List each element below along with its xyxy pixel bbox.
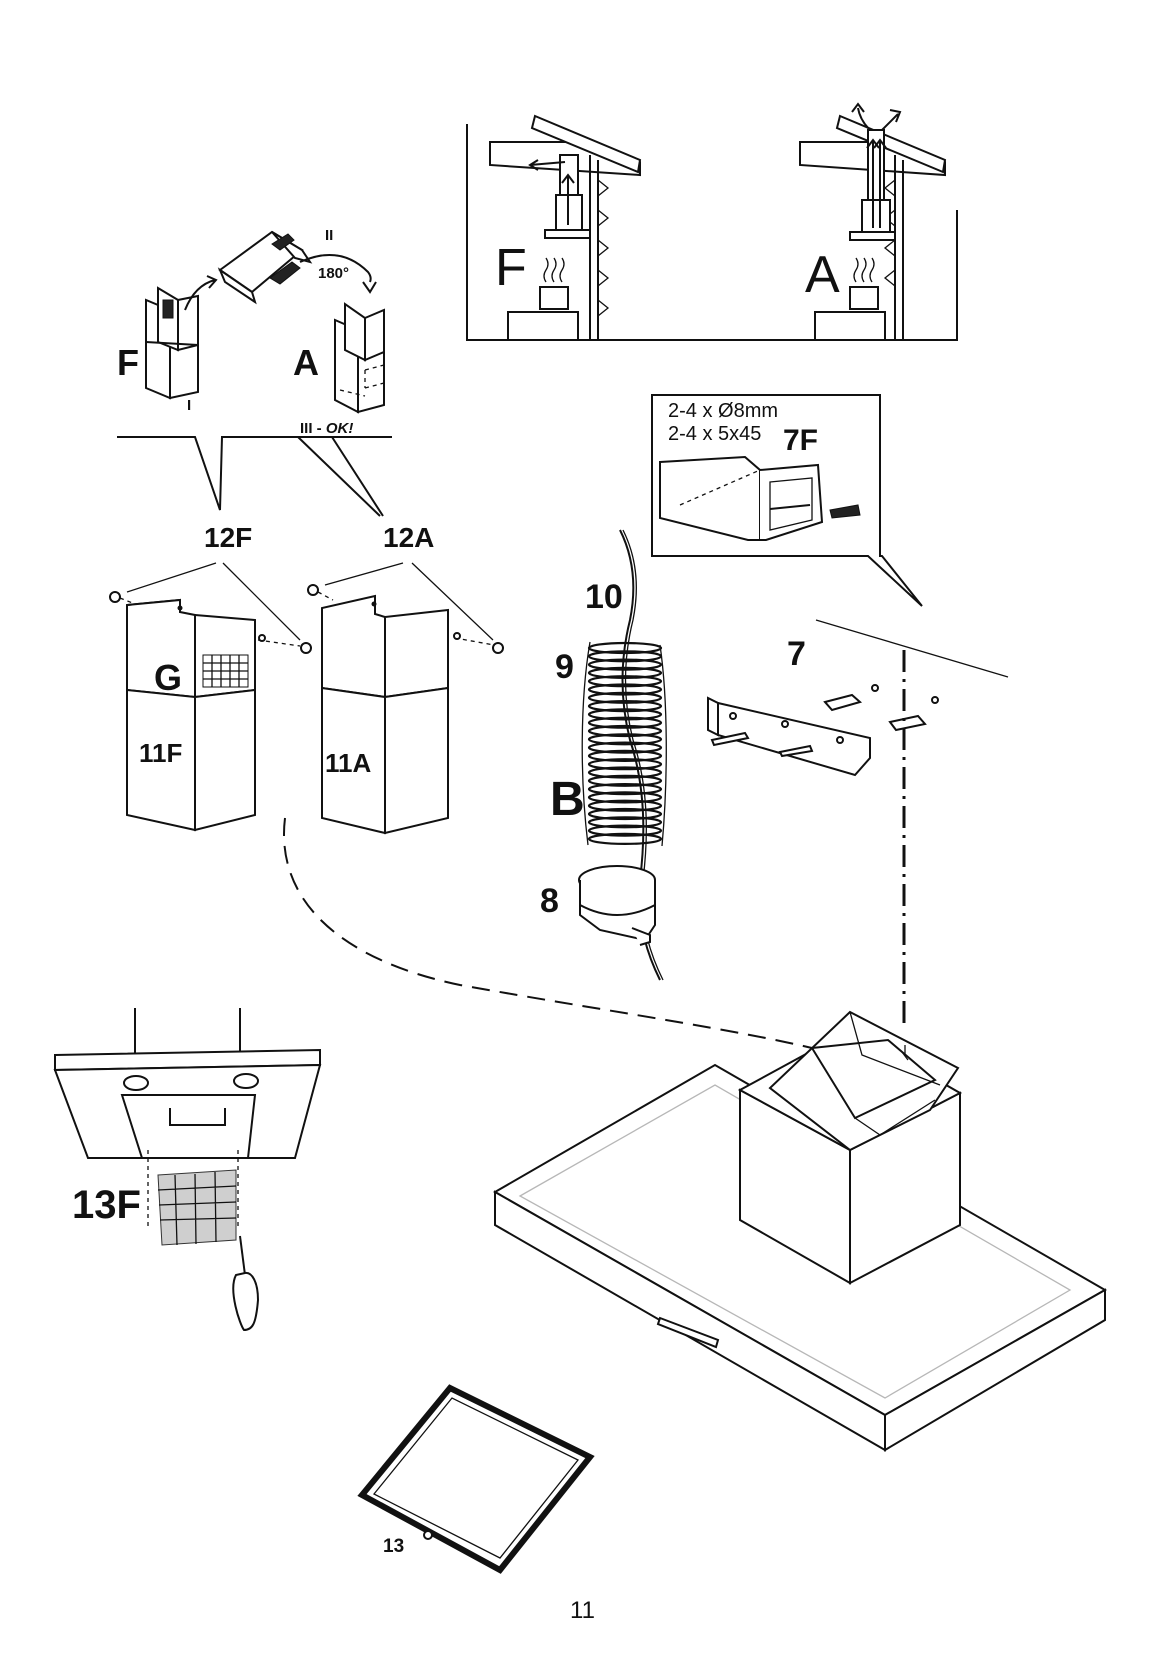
bracket-detail-callout: 2-4 x Ø8mm 2-4 x 5x45 7F: [651, 394, 923, 607]
hose-ring: [587, 832, 663, 846]
part-13f-label: 13F: [72, 1183, 141, 1227]
hose-ring: [587, 824, 663, 837]
page-number: 11: [570, 1597, 595, 1624]
kit-connector-lines: [117, 436, 392, 517]
hose-ring: [587, 724, 663, 738]
hose-ring: [587, 708, 663, 721]
part-7-label: 7: [787, 635, 806, 673]
remove-grille-arrow: [184, 275, 218, 311]
chimney-f-with-grille: [145, 286, 199, 400]
part-7f-label: 7F: [783, 424, 818, 457]
hose-ring: [587, 733, 663, 746]
spec-screws: 2-4 x 5x45: [668, 423, 761, 445]
extraction-mode-label: A: [805, 246, 840, 304]
grille-g: [202, 654, 249, 688]
step-i-label: I: [187, 397, 191, 414]
chimney-a-label: A: [293, 342, 319, 383]
hose-ring: [587, 675, 663, 688]
hose-ring: [587, 641, 663, 655]
part-g-label: G: [154, 657, 182, 698]
hose-ring: [587, 666, 663, 680]
hose-ring: [587, 741, 663, 754]
flange-8: [578, 865, 656, 946]
hose-ring: [587, 799, 663, 812]
hose-ring: [587, 807, 663, 821]
part-9-label: 9: [555, 648, 574, 686]
part-12a-label: 12A: [383, 522, 434, 553]
hose-ring: [587, 683, 663, 696]
chimney-set-a: 12A 11A: [307, 522, 504, 835]
cooker-hood: [492, 1010, 1108, 1452]
hose-ring: [587, 782, 663, 796]
hose-ring: [587, 791, 663, 804]
part-10-label: 10: [585, 578, 623, 616]
venting-modes-panel: F A: [466, 102, 958, 341]
flexible-hose-9: [581, 641, 667, 847]
part-13-label: 13: [383, 1536, 404, 1557]
chimney-to-hood-dashed-line: [283, 817, 821, 1051]
chimney-a: [334, 302, 385, 414]
recirculation-mode-label: F: [495, 239, 527, 297]
chimney-set-f: 12F G 11F: [109, 522, 312, 832]
carbon-filter-install: [53, 1008, 322, 1332]
part-12f-label: 12F: [204, 522, 252, 553]
rotate-arrow: [299, 254, 377, 294]
part-11f-label: 11F: [139, 738, 182, 768]
hose-ring: [587, 691, 663, 704]
hose-ring: [587, 658, 663, 671]
grease-filter-13: [357, 1384, 595, 1574]
part-11a-label: 11A: [325, 748, 371, 778]
hose-ring: [587, 699, 663, 713]
hose-ring: [587, 716, 663, 729]
rotate-180-label: 180°: [318, 265, 349, 282]
extraction-mode-illustration: [799, 102, 947, 341]
chimney-f-label: F: [117, 342, 139, 383]
wall-bracket-7: [707, 619, 1009, 777]
spec-holes: 2-4 x Ø8mm: [668, 400, 778, 422]
hose-ring: [587, 816, 663, 829]
hose-ring: [587, 766, 663, 779]
hose-ring: [587, 774, 663, 787]
hose-ring: [587, 749, 663, 763]
recirculation-mode-illustration: [489, 114, 642, 341]
grille-piece: [217, 230, 313, 305]
step-iii-label: III - OK!: [300, 420, 353, 437]
hose-ring: [587, 650, 663, 663]
chimney-conversion: F I II 180° A III - OK!: [117, 227, 392, 517]
hose-ring: [587, 758, 663, 771]
step-iii-ok: OK!: [326, 420, 354, 437]
step-iii-number: III -: [300, 420, 326, 437]
part-8-label: 8: [540, 882, 559, 920]
step-ii-label: II: [325, 227, 333, 244]
part-b-label: B: [550, 773, 585, 826]
